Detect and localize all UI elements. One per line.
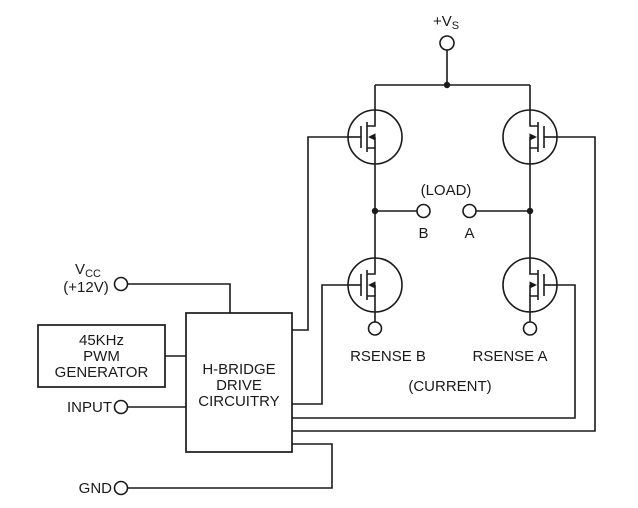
- rsense-a-terminal-circle: [522, 321, 538, 336]
- vcc-terminal: VCC (+12V): [63, 261, 231, 313]
- load-terminal-b-circle: [416, 203, 431, 219]
- input-label: INPUT: [67, 399, 112, 416]
- mosfet-bottom-right: [502, 257, 558, 313]
- vcc-terminal-circle: [113, 276, 129, 292]
- current-label: (CURRENT): [408, 378, 491, 395]
- gnd-terminal: GND: [79, 443, 333, 497]
- gate-wire-top-right: [292, 136, 596, 432]
- pwm-box-line2: PWM: [83, 348, 120, 365]
- rsense-b-label: RSENSE B: [350, 348, 426, 365]
- gnd-label: GND: [79, 480, 113, 497]
- pwm-box-line3: GENERATOR: [55, 364, 149, 381]
- terminal-b-label: B: [418, 225, 428, 242]
- vcc-voltage-label: (+12V): [63, 279, 108, 296]
- drain-path: [367, 258, 376, 275]
- vcc-wire: [127, 283, 231, 313]
- gate-wire-top-left: [292, 136, 348, 331]
- top-rail: [374, 81, 531, 110]
- gate-drive-wires: [292, 136, 596, 432]
- hbridge-box: [185, 312, 293, 453]
- supply-label: +VS: [433, 13, 459, 32]
- load-terminals: (LOAD) B A: [375, 182, 530, 242]
- mosfet-top-right: [502, 109, 558, 165]
- rsense-b-terminal-circle: [367, 321, 383, 336]
- pwm-generator-block: 45KHz PWM GENERATOR: [37, 324, 186, 388]
- supply-terminal-circle: [439, 35, 455, 51]
- drain-path: [367, 110, 376, 127]
- terminal-a-label: A: [464, 225, 474, 242]
- junction-dot: [443, 81, 451, 89]
- hbridge-drive-block: H-BRIDGE DRIVE CIRCUITRY: [185, 312, 293, 453]
- load-label: (LOAD): [421, 182, 472, 199]
- drain-path: [529, 110, 538, 127]
- sense-terminals: RSENSE B RSENSE A (CURRENT): [350, 312, 548, 395]
- hbridge-box-line1: H-BRIDGE: [202, 361, 275, 378]
- gate-wire-bottom-left: [292, 284, 348, 405]
- drain-path: [529, 258, 538, 275]
- mosfet-arrow-icon: [529, 281, 537, 289]
- input-terminal-circle: [113, 399, 129, 415]
- mosfet-top-left: [347, 109, 403, 165]
- rsense-a-label: RSENSE A: [472, 348, 547, 365]
- gate-wire-bottom-right: [292, 284, 576, 419]
- hbridge-box-line3: CIRCUITRY: [198, 393, 279, 410]
- hbridge-box-line2: DRIVE: [216, 377, 262, 394]
- pwm-box: [37, 324, 166, 388]
- gnd-terminal-circle: [113, 480, 129, 496]
- mosfet-arrow-icon: [368, 281, 376, 289]
- load-terminal-a-circle: [462, 203, 477, 219]
- source-path: [367, 147, 376, 164]
- pwm-box-line1: 45KHz: [79, 332, 124, 349]
- source-path: [367, 295, 376, 312]
- gnd-wire: [127, 443, 333, 489]
- vcc-label: VCC: [75, 261, 101, 280]
- mosfet-arrow-icon: [529, 133, 537, 141]
- source-path: [529, 295, 538, 312]
- source-path: [529, 147, 538, 164]
- supply-terminal: +VS: [433, 13, 459, 85]
- mosfet-bottom-left: [347, 257, 403, 313]
- mosfet-arrow-icon: [368, 133, 376, 141]
- input-terminal: INPUT: [67, 399, 186, 416]
